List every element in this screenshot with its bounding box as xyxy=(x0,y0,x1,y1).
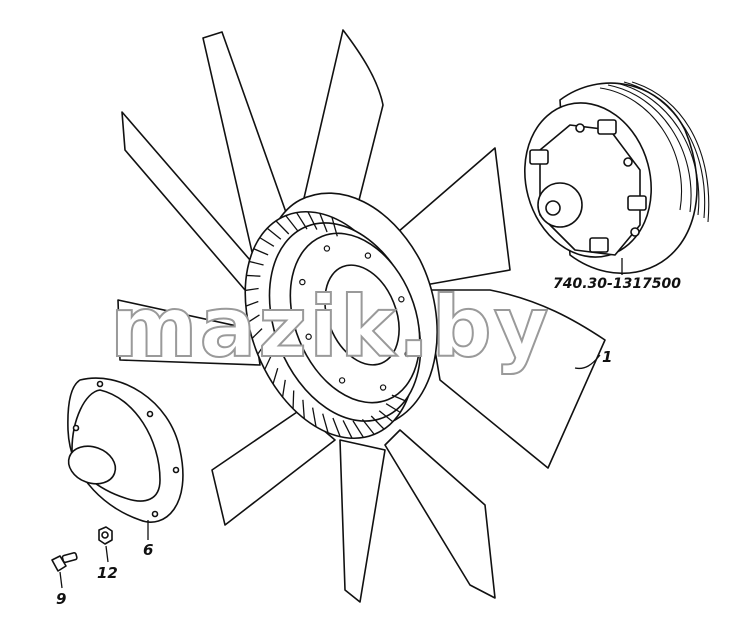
hub-bolt-hole xyxy=(398,296,405,303)
hub-bolt-hole xyxy=(364,252,372,259)
clutch-lug xyxy=(627,195,647,211)
cover-hole xyxy=(146,410,154,418)
fan-blade xyxy=(339,439,386,603)
watermark-text: mazik.by xyxy=(110,278,551,376)
shroud-rib xyxy=(275,220,290,235)
shroud-rib xyxy=(253,248,269,256)
fan-blade xyxy=(424,289,606,469)
shroud-rib xyxy=(251,328,263,339)
shroud-ribs xyxy=(245,211,407,439)
callout-cover: 6 xyxy=(143,541,153,559)
shroud-rib xyxy=(245,287,259,292)
hub-bolt-hole xyxy=(305,333,312,340)
cover-hole xyxy=(172,466,180,474)
callout-bolt: 9 xyxy=(56,590,66,608)
cover-center xyxy=(67,445,117,485)
shroud-rib xyxy=(295,212,308,230)
callout-nut: 12 xyxy=(97,564,118,582)
nut-part xyxy=(98,526,113,545)
nut-hole xyxy=(101,531,109,539)
shroud-rib xyxy=(247,314,260,323)
clutch-lug xyxy=(529,149,549,165)
cover-hole xyxy=(151,510,159,518)
leader-nut xyxy=(105,545,109,563)
cover-hole xyxy=(96,380,104,388)
shroud-rib xyxy=(249,260,264,266)
fan-blades xyxy=(117,29,606,603)
shroud-rib xyxy=(246,274,261,277)
fan-blade xyxy=(397,147,511,286)
shroud-rib xyxy=(342,420,353,439)
hub-bolt-hole xyxy=(379,384,387,391)
leader-lines xyxy=(59,258,623,589)
shroud-rib xyxy=(257,341,267,355)
fan-hub xyxy=(244,192,438,440)
clutch-lug xyxy=(589,237,609,253)
callout-fan: 1 xyxy=(602,348,612,366)
leader-bolt xyxy=(59,571,63,589)
shroud-rib xyxy=(311,407,317,427)
shroud-rib xyxy=(272,367,279,385)
shroud-rib xyxy=(361,418,375,435)
shroud-rib xyxy=(292,390,295,409)
hub-bolt-hole xyxy=(338,377,346,384)
shroud-rib xyxy=(385,403,401,413)
fan-blade xyxy=(297,29,384,229)
shroud-rib xyxy=(332,417,341,437)
shroud-rib xyxy=(331,216,338,237)
bolt-shank xyxy=(61,552,78,564)
bolt-head xyxy=(51,555,67,572)
hub-bolt-hole xyxy=(404,350,411,358)
hub-bolt-hole xyxy=(299,278,306,286)
shroud-rib xyxy=(302,399,305,419)
clutch-pulley-grooves xyxy=(599,81,710,223)
shroud-rib xyxy=(259,237,275,247)
callout-assembly: 740.30-1317500 xyxy=(553,276,681,292)
hub-bore xyxy=(324,264,400,366)
hub-cover xyxy=(67,377,184,523)
shroud-rib xyxy=(391,394,407,402)
hub-bolt-hole xyxy=(323,245,331,252)
bolt-part xyxy=(51,552,78,572)
shroud-rib xyxy=(378,410,394,423)
clutch-bolt-head xyxy=(623,157,633,167)
shroud-rib xyxy=(307,211,318,230)
shroud-rib xyxy=(266,227,282,240)
shroud-rib xyxy=(370,415,385,430)
fan-blade xyxy=(202,31,289,253)
clutch-bolt-head xyxy=(575,123,585,133)
shroud-rib xyxy=(245,300,259,307)
shroud-rib xyxy=(319,213,328,233)
clutch-bolt-head xyxy=(630,227,640,237)
viscous-clutch-assembly xyxy=(524,81,710,275)
shroud-rib xyxy=(264,355,272,370)
fan-blade xyxy=(384,429,496,599)
clutch-lug xyxy=(597,119,617,135)
shroud-rib xyxy=(322,413,329,434)
shroud-rib xyxy=(281,379,286,398)
clutch-shaft-bolt xyxy=(545,200,561,216)
shroud-rib xyxy=(285,215,299,232)
leader-fan xyxy=(574,354,601,370)
cover-hole xyxy=(72,424,80,432)
hub-bolt-holes xyxy=(299,245,411,391)
shroud-rib xyxy=(352,420,365,438)
